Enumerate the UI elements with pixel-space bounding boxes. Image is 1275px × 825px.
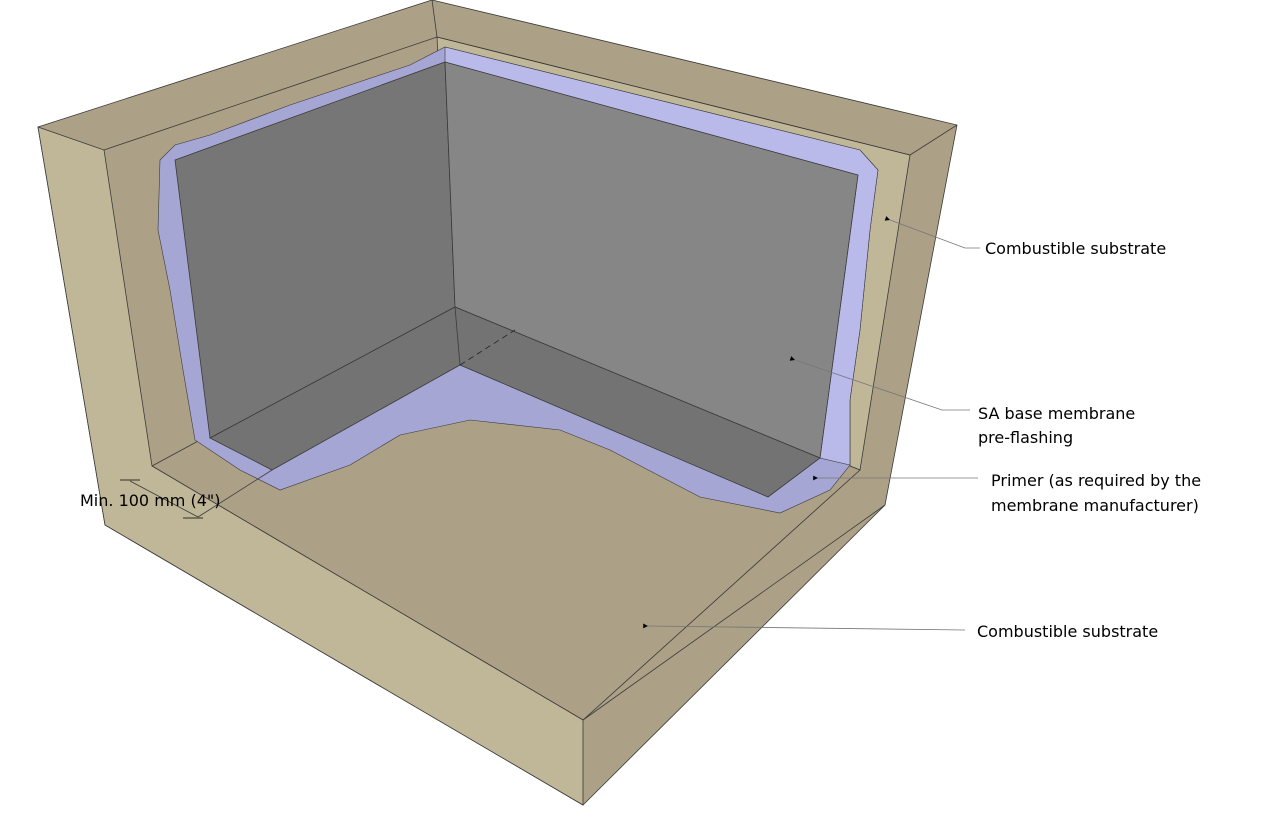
label-membrane-line2: pre-flashing [978, 428, 1073, 447]
label-primer-line2: membrane manufacturer) [991, 496, 1199, 515]
right-corner-edge [909, 124, 958, 156]
label-primer-line1: Primer (as required by the [991, 471, 1201, 490]
floor-corner-edge [454, 306, 461, 366]
corner-edge [431, 0, 438, 38]
dimension-label: Min. 100 mm (4") [80, 491, 220, 510]
label-substrate-wall: Combustible substrate [985, 239, 1166, 258]
leader-membrane [789, 356, 970, 411]
slab-corner-edge [582, 504, 886, 721]
leader-substrate-floor [643, 623, 966, 631]
label-substrate-floor: Combustible substrate [977, 622, 1158, 641]
dashed-line [459, 329, 516, 366]
dimension-extension [197, 469, 273, 518]
dimension-line [129, 480, 199, 518]
label-membrane-line1: SA base membrane [978, 404, 1135, 423]
leader-substrate-wall [884, 216, 980, 249]
